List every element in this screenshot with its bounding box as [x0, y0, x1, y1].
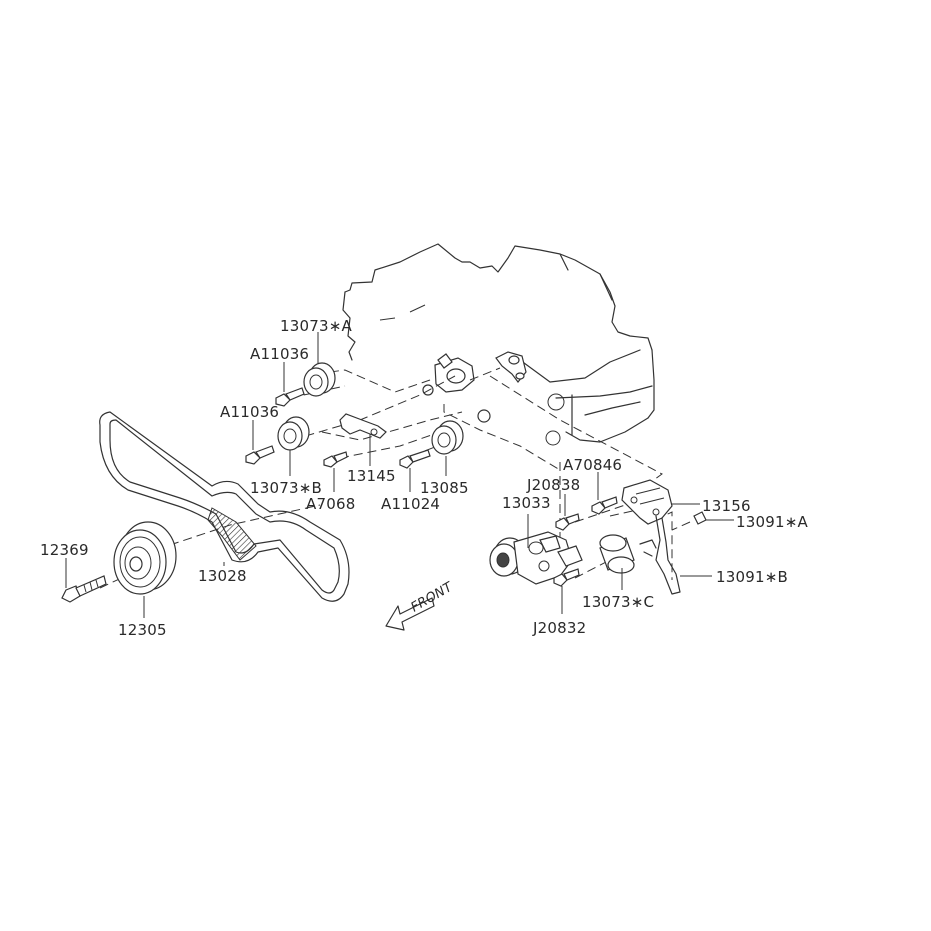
front-label: FRONT	[409, 579, 457, 615]
belt-cover-13091b	[639, 515, 681, 595]
front-marker: FRONT	[385, 579, 457, 631]
idler-13073c	[599, 534, 635, 574]
bolt-a11036-lower	[245, 445, 275, 465]
callout-13091-b: 13091∗B	[716, 568, 788, 586]
callout-a7068: A7068	[306, 495, 355, 513]
bolt-a11036-upper	[275, 387, 305, 407]
callout-13145: 13145	[347, 467, 396, 485]
callout-13073-c: 13073∗C	[582, 593, 654, 611]
callout-a11036-upper: A11036	[250, 345, 309, 363]
bracket-13145	[339, 413, 387, 439]
crank-bolt	[61, 575, 107, 603]
crank-pulley	[113, 521, 177, 595]
callout-a11036-lower: A11036	[220, 403, 279, 421]
callout-13073-a: 13073∗A	[280, 317, 352, 335]
bolt-a11024	[399, 449, 431, 469]
callout-j20838: J20838	[526, 476, 580, 494]
callout-12305: 12305	[118, 621, 167, 639]
leader-lines	[65, 332, 734, 618]
callout-12369: 12369	[40, 541, 89, 559]
engine-block	[342, 243, 655, 446]
bolt-a7068	[323, 451, 348, 468]
tensioner-13033	[489, 531, 583, 585]
idler-13085	[431, 420, 464, 455]
bolt-a70846	[591, 496, 618, 515]
callout-13156: 13156	[702, 497, 751, 515]
bolt-j20832	[553, 568, 580, 587]
callout-j20832: J20832	[532, 619, 586, 637]
callout-labels: 13073∗A A11036 A11036 13073∗B 13145 A706…	[40, 317, 808, 639]
callout-13073-b: 13073∗B	[250, 479, 322, 497]
idler-13073b	[277, 416, 310, 451]
callout-a70846: A70846	[563, 456, 622, 474]
timing-belt	[99, 411, 350, 602]
callout-13028: 13028	[198, 567, 247, 585]
upper-idler-assembly	[422, 351, 527, 423]
bracket-13156	[621, 479, 673, 525]
callout-a11024: A11024	[381, 495, 440, 513]
bolt-j20838	[555, 513, 580, 531]
callout-13085: 13085	[420, 479, 469, 497]
callout-13033: 13033	[502, 494, 551, 512]
callout-13091-a: 13091∗A	[736, 513, 808, 531]
idler-13073a	[303, 362, 336, 397]
